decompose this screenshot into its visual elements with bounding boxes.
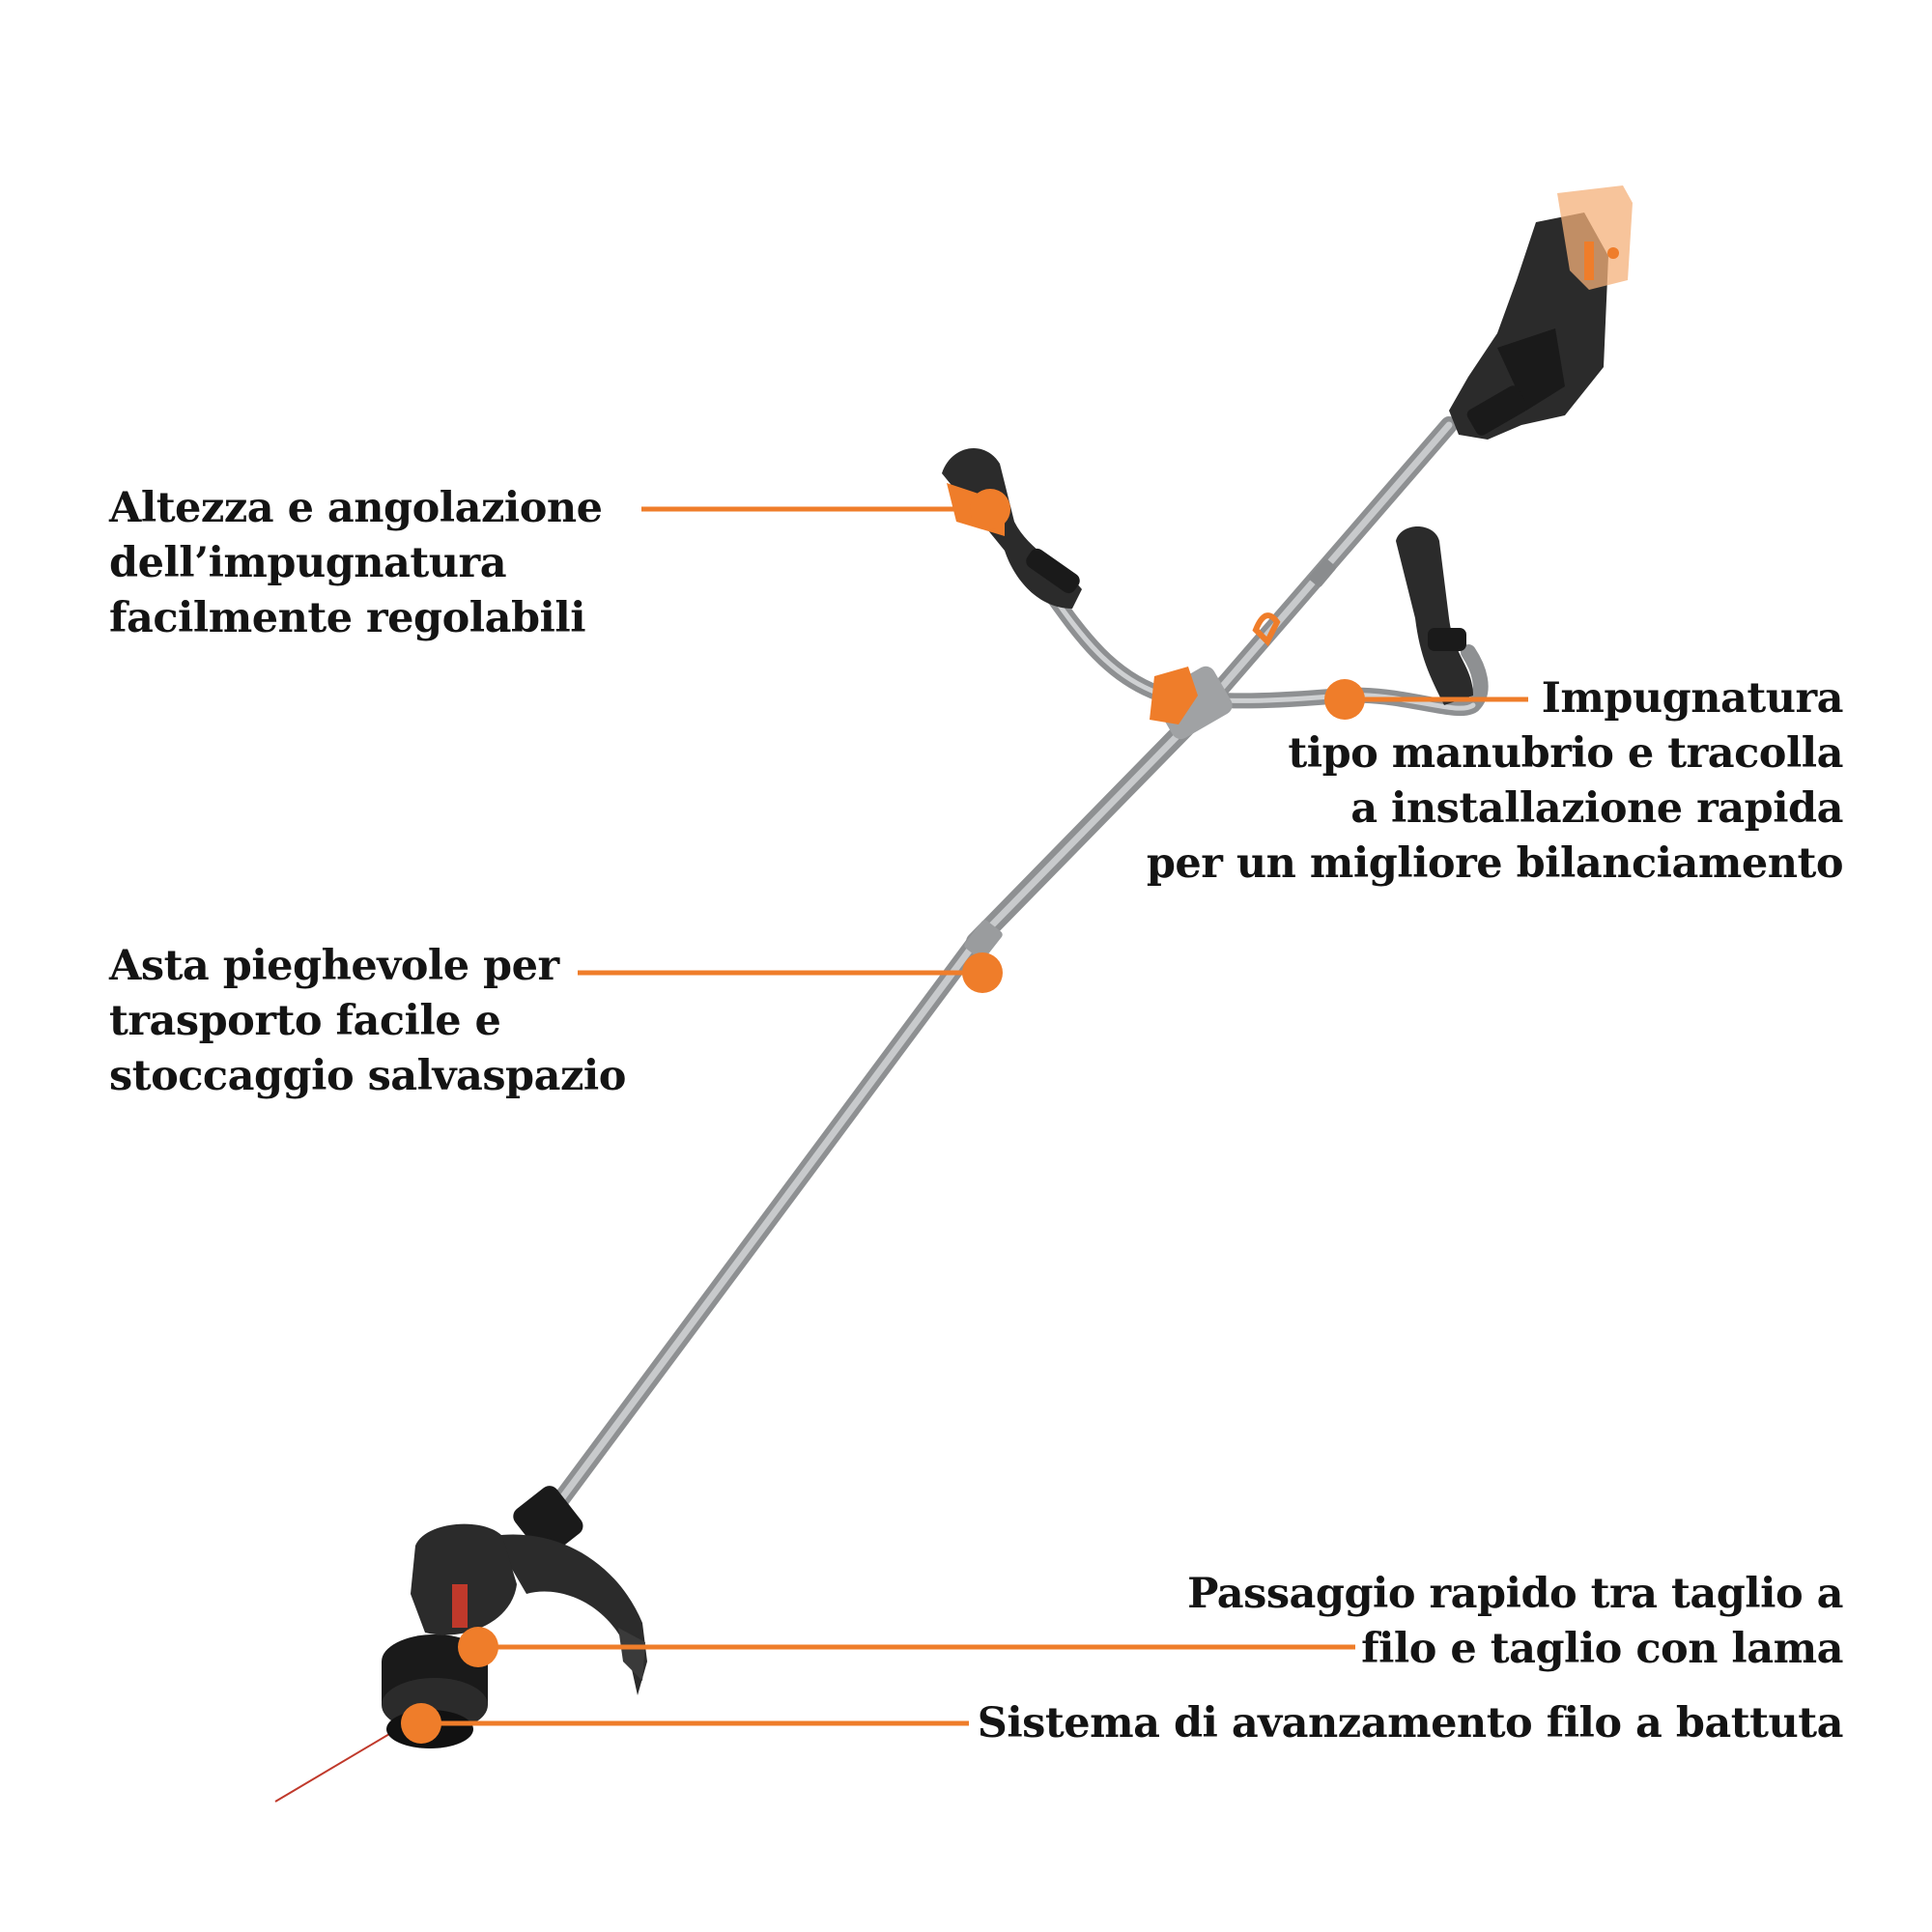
motor-housing	[1449, 213, 1608, 440]
battery	[1557, 185, 1633, 290]
callout-handle-adjust: Altezza e angolazione dell’impugnatura f…	[109, 481, 603, 646]
marker-handle-adjust	[970, 489, 1010, 529]
callout-line: a installazione rapida	[1350, 784, 1843, 833]
trimmer-head	[382, 1486, 647, 1748]
callout-line-feed: Sistema di avanzamento filo a battuta	[977, 1696, 1844, 1751]
marker-bike-handle	[1324, 679, 1365, 720]
marker-blade-switch	[458, 1627, 498, 1667]
callout-line: Asta pieghevole per	[109, 942, 559, 990]
callout-line: Impugnatura	[1541, 674, 1844, 723]
callout-line: filo e taglio con lama	[1361, 1625, 1843, 1673]
marker-line-feed	[401, 1703, 441, 1744]
callout-bike-handle: Impugnatura tipo manubrio e tracolla a i…	[1146, 671, 1844, 892]
callout-line: dell’impugnatura	[109, 539, 507, 587]
right-grip	[1396, 526, 1473, 705]
callout-line: per un migliore bilanciamento	[1146, 839, 1844, 888]
callout-line: tipo manubrio e tracolla	[1288, 729, 1843, 778]
strap-ring	[1252, 612, 1281, 647]
clamp-knob-icon	[1150, 667, 1198, 724]
callout-folding-shaft: Asta pieghevole per trasporto facile e s…	[109, 939, 626, 1104]
callout-line: Sistema di avanzamento filo a battuta	[977, 1699, 1844, 1747]
callout-blade-switch: Passaggio rapido tra taglio a filo e tag…	[1187, 1567, 1843, 1677]
callout-line: facilmente regolabili	[109, 594, 586, 642]
callout-line: stoccaggio salvaspazio	[109, 1052, 626, 1100]
callout-line: Altezza e angolazione	[109, 484, 603, 532]
trimmer-line	[274, 1723, 407, 1803]
left-grip	[942, 447, 1082, 609]
fold-joint	[964, 920, 1003, 960]
string-trimmer-illustration	[274, 185, 1633, 1803]
callout-line: trasporto facile e	[109, 997, 501, 1045]
callout-line: Passaggio rapido tra taglio a	[1187, 1570, 1843, 1618]
marker-folding-shaft	[962, 952, 1003, 993]
callout-leaders	[401, 489, 1528, 1744]
